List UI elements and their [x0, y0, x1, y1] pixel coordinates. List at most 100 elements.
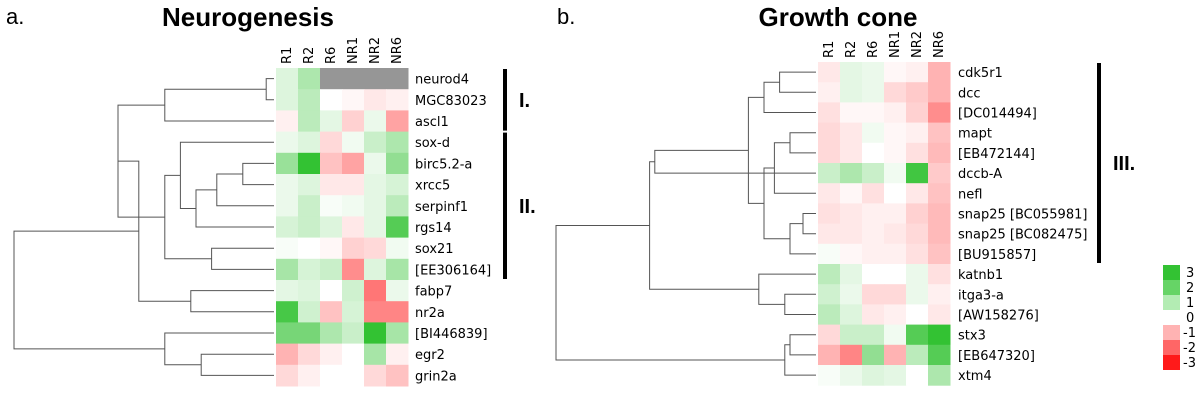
heatmap-cell [320, 195, 343, 217]
dendrogram-branch [802, 213, 816, 235]
heatmap-cell [928, 284, 951, 305]
row-label: [EB472144] [958, 147, 1035, 162]
heatmap-cell [386, 280, 409, 302]
heatmap-cell [884, 365, 907, 386]
heatmap-cell [320, 152, 343, 175]
heatmap-cell [906, 344, 929, 366]
heatmap-cell [906, 223, 929, 245]
dendrogram-branch [784, 344, 816, 376]
heatmap-cell [818, 203, 841, 225]
column-label: NR1 [888, 31, 903, 58]
panel-letter: a. [6, 4, 24, 29]
dendrogram [555, 71, 816, 376]
heatmap-cell [276, 258, 299, 281]
heatmap-cell [884, 142, 907, 164]
heatmap-cell [862, 365, 885, 386]
heatmap-cell [862, 223, 885, 245]
dendrogram-branch [164, 332, 274, 366]
group-bracket [503, 132, 507, 279]
heatmap-cell [862, 122, 885, 144]
heatmap-cell [342, 237, 365, 260]
heatmap-cell [884, 223, 907, 245]
heatmap-cell [818, 183, 841, 204]
heatmap-cell [928, 243, 951, 265]
heatmap-cell [342, 301, 365, 323]
heatmap-cell [906, 264, 929, 285]
heatmap-cell [298, 131, 321, 154]
heatmap-cell [884, 62, 907, 83]
heatmap-cell [862, 102, 885, 124]
row-label: dcc [958, 86, 981, 101]
legend-swatch [1163, 355, 1180, 370]
heatmap-cell [298, 364, 321, 387]
row-label: neurod4 [415, 73, 469, 88]
heatmap-cell [364, 174, 387, 196]
row-label: itga3-a [958, 288, 1004, 303]
heatmap-cell [320, 322, 343, 345]
heatmap-cell [906, 365, 929, 386]
group-bracket [1097, 63, 1101, 263]
row-label: ascl1 [415, 115, 449, 130]
heatmap-cell [884, 243, 907, 265]
legend-label: 2 [1186, 281, 1194, 296]
heatmap-cell [320, 258, 343, 281]
heatmap-cell [364, 110, 387, 133]
dendrogram-branch [773, 142, 816, 194]
dendrogram-branch [190, 290, 274, 313]
heatmap-cell [298, 237, 321, 260]
heatmap-cell [840, 284, 863, 305]
column-label: NR2 [368, 37, 383, 64]
row-label: katnb1 [958, 268, 1003, 283]
heatmap-cell [818, 365, 841, 386]
group-label: I. [519, 90, 530, 112]
heatmap-cell [928, 264, 951, 285]
heatmap-cell [386, 152, 409, 175]
column-label: R1 [822, 41, 837, 58]
heatmap-cell [342, 152, 365, 175]
heatmap-cell [364, 68, 387, 90]
heatmap-cell [818, 243, 841, 265]
heatmap-cell [342, 216, 365, 239]
dendrogram-branch [555, 224, 785, 361]
legend-label: 0 [1186, 311, 1194, 326]
column-label: R1 [280, 47, 295, 64]
heatmap-cell [818, 304, 841, 326]
heatmap-cell [906, 284, 929, 305]
heatmap-cell [840, 163, 863, 184]
heatmap-cell [862, 243, 885, 265]
heatmap-cell [386, 258, 409, 281]
group-label: II. [519, 196, 536, 218]
heatmap-cell [386, 322, 409, 345]
heatmap-cell [906, 243, 929, 265]
heatmap-cell [386, 301, 409, 323]
heatmap-cell [342, 364, 365, 387]
heatmap-cell [386, 343, 409, 366]
heatmap-cell [840, 344, 863, 366]
heatmap-cell [364, 195, 387, 217]
legend-label: -3 [1183, 356, 1196, 371]
heatmap-cell [386, 68, 409, 90]
heatmap-cell [928, 344, 951, 366]
heatmap-cell [276, 152, 299, 175]
heatmap-cell [818, 102, 841, 124]
legend-label: -2 [1183, 341, 1196, 356]
legend-swatch [1163, 280, 1180, 295]
heatmap-cell [818, 163, 841, 184]
dendrogram-branch [654, 149, 816, 174]
row-label: grin2a [415, 369, 457, 384]
heatmap-cell [276, 68, 299, 90]
row-label: egr2 [415, 348, 445, 363]
heatmap-cell [862, 284, 885, 305]
heatmap-cell [884, 203, 907, 225]
heatmap-cell [364, 216, 387, 239]
heatmap-cell [840, 62, 863, 83]
heatmap-cell [906, 163, 929, 184]
heatmap-cell [818, 142, 841, 164]
heatmap-cell [928, 122, 951, 144]
heatmap-cell [364, 258, 387, 281]
row-label: xrcc5 [415, 179, 450, 194]
heatmap-cell [320, 68, 343, 90]
heatmap-cell [342, 68, 365, 90]
heatmap-cell [276, 301, 299, 323]
